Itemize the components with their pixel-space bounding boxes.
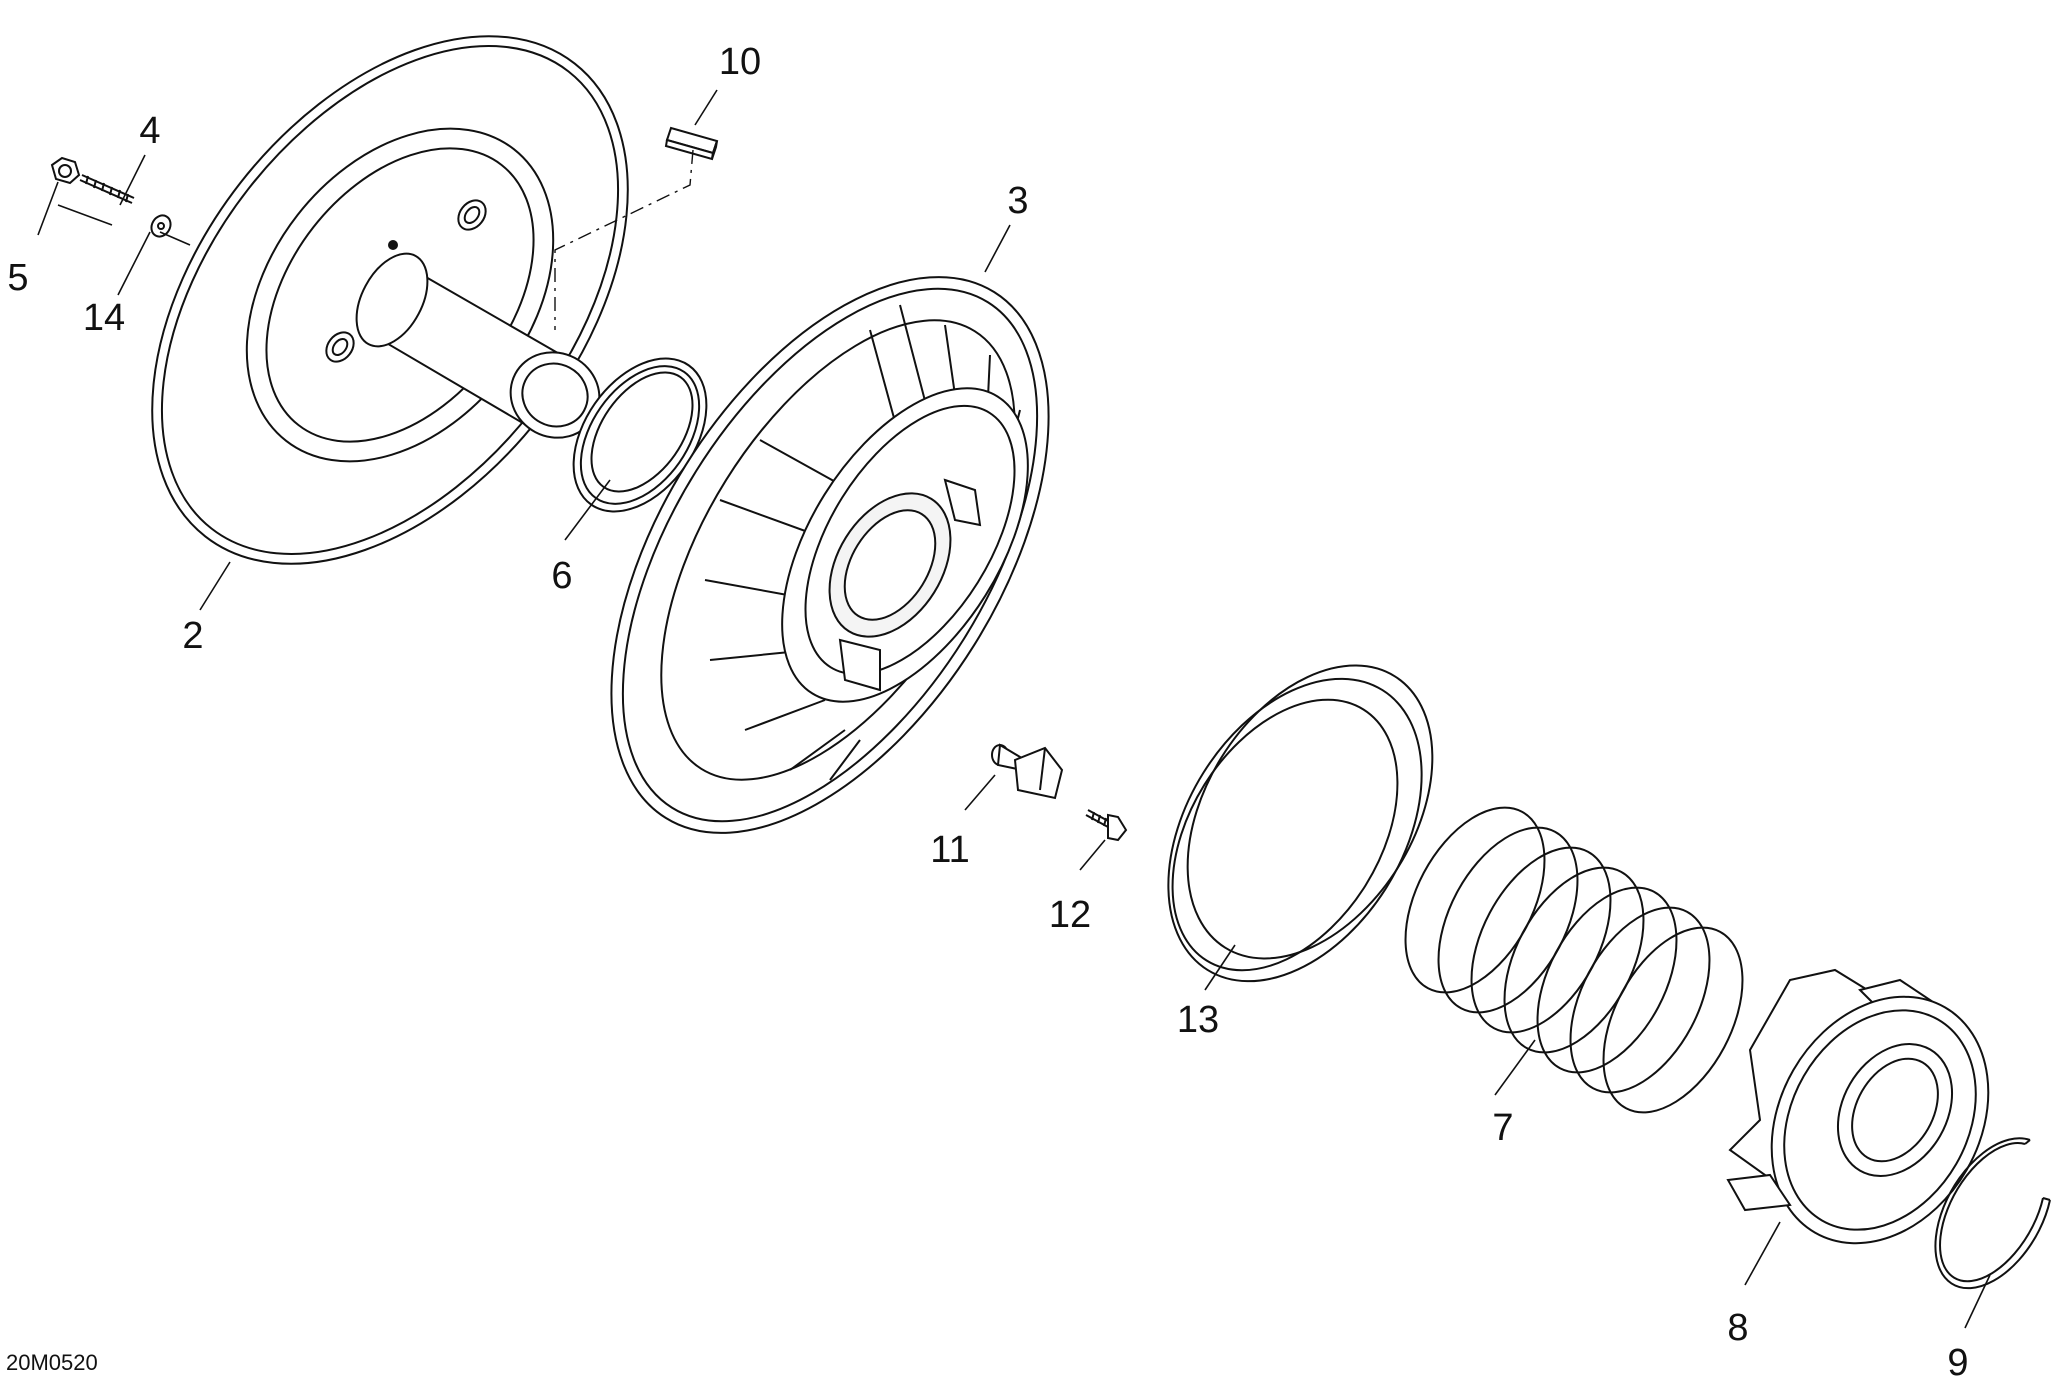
retaining-ring-part xyxy=(1934,1137,2051,1290)
label-part-5: 5 xyxy=(7,257,28,299)
part-labels: 4 5 14 2 6 10 3 11 12 13 7 8 9 xyxy=(7,41,1968,1382)
fixed-sheave-part xyxy=(151,35,629,565)
label-part-14: 14 xyxy=(83,297,125,339)
diagram-reference-code: 20M0520 xyxy=(6,1350,98,1375)
bolt-part xyxy=(1085,809,1128,842)
spring-part xyxy=(1404,806,1744,1114)
cam-part xyxy=(1726,968,1990,1245)
label-part-12: 12 xyxy=(1049,894,1091,936)
label-part-11: 11 xyxy=(930,829,969,871)
label-part-13: 13 xyxy=(1177,999,1219,1041)
label-part-8: 8 xyxy=(1727,1307,1748,1349)
label-part-3: 3 xyxy=(1007,180,1028,222)
leader-lines xyxy=(37,89,1991,1329)
ring-part xyxy=(1167,664,1434,983)
label-part-10: 10 xyxy=(719,41,761,83)
label-part-6: 6 xyxy=(551,555,572,597)
label-part-7: 7 xyxy=(1492,1107,1513,1149)
key-part xyxy=(554,126,719,330)
sliding-sheave-part xyxy=(610,276,1050,834)
label-part-9: 9 xyxy=(1947,1342,1968,1382)
fastener-parts xyxy=(50,156,172,238)
slider-shoe-part xyxy=(991,743,1064,800)
label-part-4: 4 xyxy=(139,110,160,152)
label-part-2: 2 xyxy=(182,615,203,657)
